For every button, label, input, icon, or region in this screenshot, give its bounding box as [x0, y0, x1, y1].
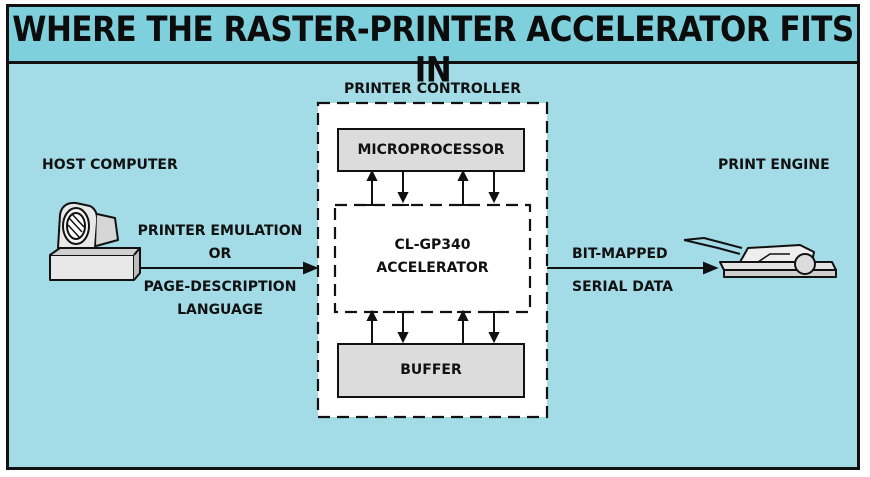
- print-engine-label: PRINT ENGINE: [718, 158, 830, 172]
- accelerator-boundary: [335, 205, 530, 312]
- output-label-line1: BIT-MAPPED: [572, 247, 668, 261]
- printer-controller-label: PRINTER CONTROLLER: [318, 82, 547, 96]
- accelerator-label-line1: CL-GP340: [335, 238, 530, 252]
- buffer-label: BUFFER: [337, 363, 525, 377]
- input-label-line2: OR: [130, 247, 310, 261]
- output-label-line2: SERIAL DATA: [572, 280, 673, 294]
- microprocessor-label: MICROPROCESSOR: [337, 143, 525, 157]
- input-arrow: [136, 263, 316, 273]
- host-computer-label: HOST COMPUTER: [42, 158, 178, 172]
- host-computer-icon: [50, 203, 140, 280]
- input-label-line4: LANGUAGE: [130, 303, 310, 317]
- input-label-line3: PAGE-DESCRIPTION: [130, 280, 310, 294]
- input-label-line1: PRINTER EMULATION: [130, 224, 310, 238]
- output-arrow: [547, 263, 716, 273]
- accelerator-label-line2: ACCELERATOR: [335, 261, 530, 275]
